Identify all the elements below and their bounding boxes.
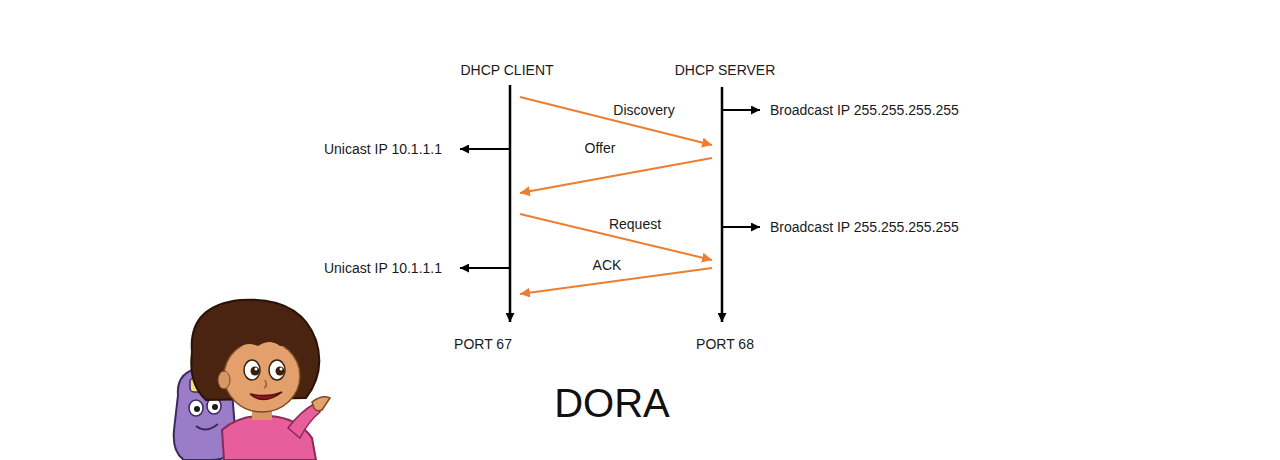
unicast-arrow <box>460 267 509 269</box>
lifeline-heading: DHCP SERVER <box>675 62 776 78</box>
message-arrow <box>520 158 712 193</box>
address-note: Broadcast IP 255.255.255.255 <box>770 219 959 235</box>
client-lifeline <box>509 85 512 322</box>
lifeline-column: DHCP CLIENTPORT 67 <box>500 62 520 352</box>
broadcast-arrow <box>723 226 760 228</box>
broadcast-arrow <box>723 109 760 111</box>
dora-cartoon <box>174 300 330 460</box>
message-label: ACK <box>591 257 624 273</box>
port-label: PORT 68 <box>696 336 754 352</box>
message-arrow <box>520 97 712 145</box>
server-lifeline <box>721 87 724 322</box>
address-note: Broadcast IP 255.255.255.255 <box>770 102 959 118</box>
lifeline-column: DHCP SERVERPORT 68 <box>712 62 732 352</box>
unicast-arrow <box>460 148 509 150</box>
message-label: Discovery <box>611 102 676 118</box>
caption: DORA <box>554 380 670 426</box>
port-label: PORT 67 <box>454 336 512 352</box>
message-label: Request <box>607 216 663 232</box>
address-note: Unicast IP 10.1.1.1 <box>324 260 442 276</box>
message-arrow <box>520 214 712 260</box>
lifeline-heading: DHCP CLIENT <box>460 62 553 78</box>
address-note: Unicast IP 10.1.1.1 <box>324 141 442 157</box>
message-label: Offer <box>583 140 618 156</box>
